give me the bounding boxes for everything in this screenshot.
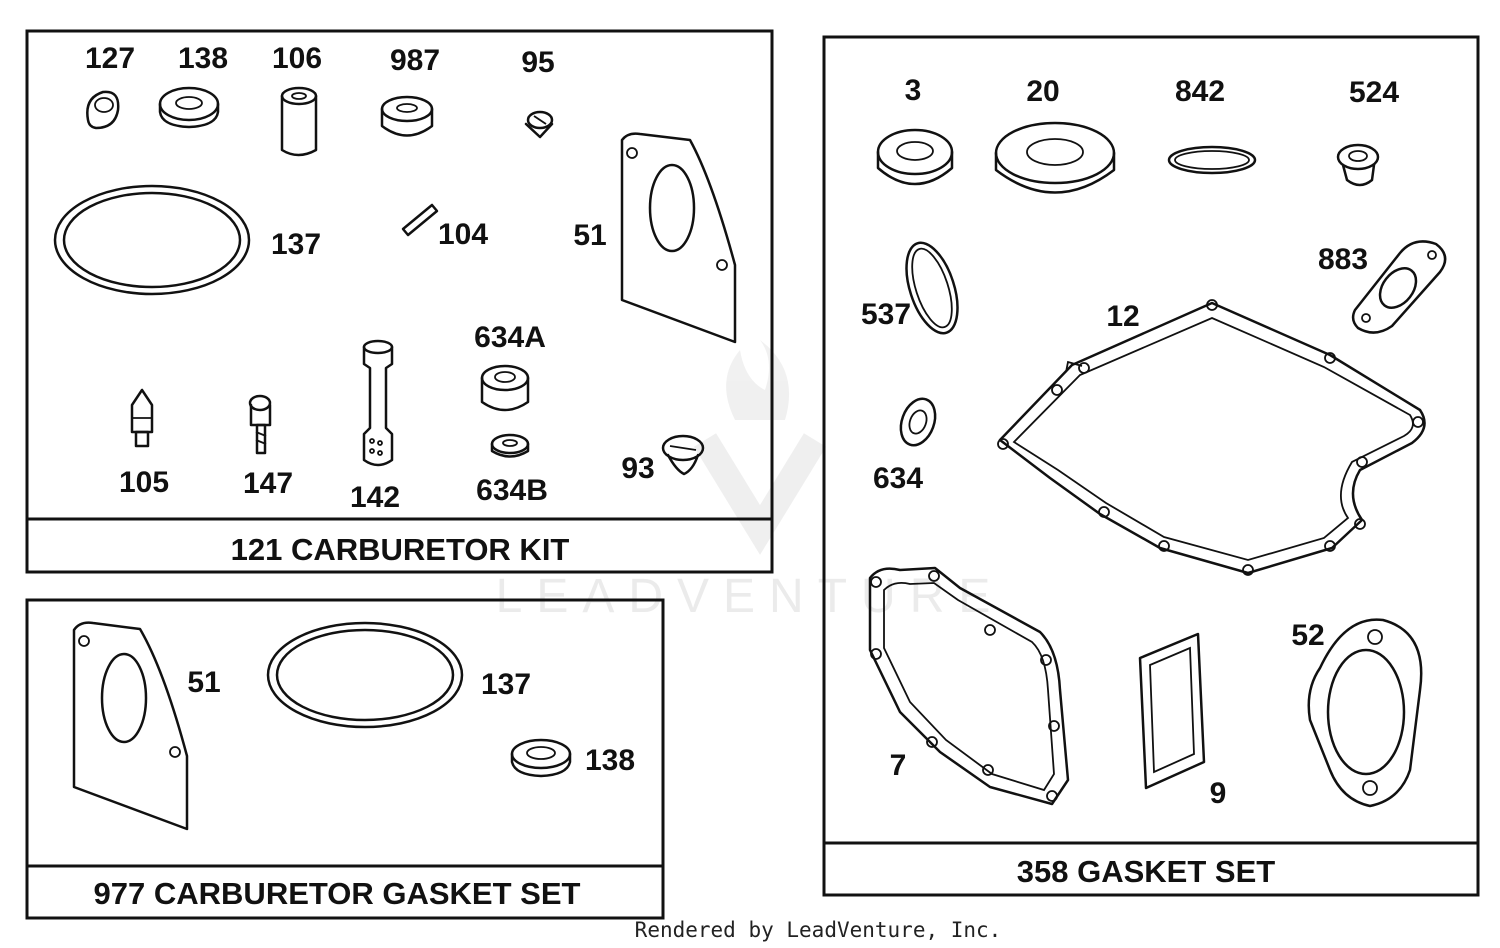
- label-987: 987: [390, 44, 440, 77]
- part-127-cup: [86, 90, 120, 130]
- label-105: 105: [119, 466, 169, 499]
- label-634: 634: [873, 462, 923, 495]
- label-634a: 634A: [474, 321, 546, 354]
- part-105-needle: [130, 388, 154, 448]
- panel-gasket-set: 358 GASKET SET 3 20 842 524: [822, 35, 1480, 897]
- part-51-gasket-plate: [72, 621, 189, 831]
- part-987-bushing: [380, 95, 434, 137]
- label-51: 51: [187, 666, 220, 699]
- part-95-screw: [524, 110, 554, 139]
- label-883: 883: [1318, 243, 1368, 276]
- label-93: 93: [621, 452, 654, 485]
- label-52: 52: [1291, 619, 1324, 652]
- label-138: 138: [585, 744, 635, 777]
- label-137: 137: [481, 668, 531, 701]
- label-95: 95: [521, 46, 554, 79]
- label-137: 137: [271, 228, 321, 261]
- panel-frame: [25, 29, 774, 574]
- label-842: 842: [1175, 75, 1225, 108]
- panel-frame: [822, 35, 1480, 897]
- part-137-oring: [53, 184, 251, 296]
- watermark-text: LEADVENTURE: [496, 570, 1005, 623]
- part-20-seal: [994, 121, 1116, 194]
- part-7-cover-gasket: [868, 566, 1070, 806]
- label-12: 12: [1106, 300, 1139, 333]
- panel-carburetor-kit: 121 CARBURETOR KIT 127 138 106 987: [25, 29, 774, 574]
- label-9: 9: [1210, 777, 1227, 810]
- leadventure-watermark: LEADVENTURE: [496, 340, 1005, 623]
- part-634a-bushing: [480, 364, 530, 412]
- part-142-tube: [362, 339, 394, 467]
- part-147-screw: [248, 394, 272, 455]
- label-537: 537: [861, 298, 911, 331]
- part-524-grommet: [1336, 143, 1380, 187]
- label-147: 147: [243, 467, 293, 500]
- part-537-oring: [905, 241, 959, 335]
- label-106: 106: [272, 42, 322, 75]
- panel-title: 121 CARBURETOR KIT: [231, 532, 570, 567]
- part-51-gasket-plate: [620, 132, 737, 344]
- part-842-ring: [1167, 145, 1257, 175]
- part-138-washer: [158, 86, 220, 129]
- label-142: 142: [350, 481, 400, 514]
- part-93-plug: [661, 434, 705, 476]
- part-3-seal: [876, 128, 954, 186]
- label-524: 524: [1349, 76, 1399, 109]
- panel-title: 977 CARBURETOR GASKET SET: [94, 876, 581, 911]
- part-137-oring: [266, 621, 464, 729]
- part-883-gasket: [1351, 240, 1447, 334]
- label-104: 104: [438, 218, 488, 251]
- part-104-pin: [401, 203, 439, 237]
- part-52-intake-gasket: [1307, 618, 1423, 808]
- panel-title: 358 GASKET SET: [1017, 854, 1275, 889]
- label-7: 7: [890, 749, 907, 782]
- panel-frame: [25, 598, 665, 920]
- part-634-seal: [899, 397, 937, 447]
- label-127: 127: [85, 42, 135, 75]
- part-12-crankcase-gasket: [997, 299, 1426, 576]
- render-credit: Rendered by LeadVenture, Inc.: [635, 918, 1002, 942]
- label-3: 3: [905, 74, 922, 107]
- label-138: 138: [178, 42, 228, 75]
- label-51: 51: [573, 219, 606, 252]
- panel-carburetor-gasket-set: 977 CARBURETOR GASKET SET 51 137 138: [25, 598, 665, 920]
- part-634b-washer: [490, 433, 530, 458]
- part-9-breather-gasket: [1138, 632, 1206, 790]
- part-106-sleeve: [280, 86, 318, 157]
- label-20: 20: [1026, 75, 1059, 108]
- part-138-washer: [510, 738, 572, 778]
- label-634b: 634B: [476, 474, 548, 507]
